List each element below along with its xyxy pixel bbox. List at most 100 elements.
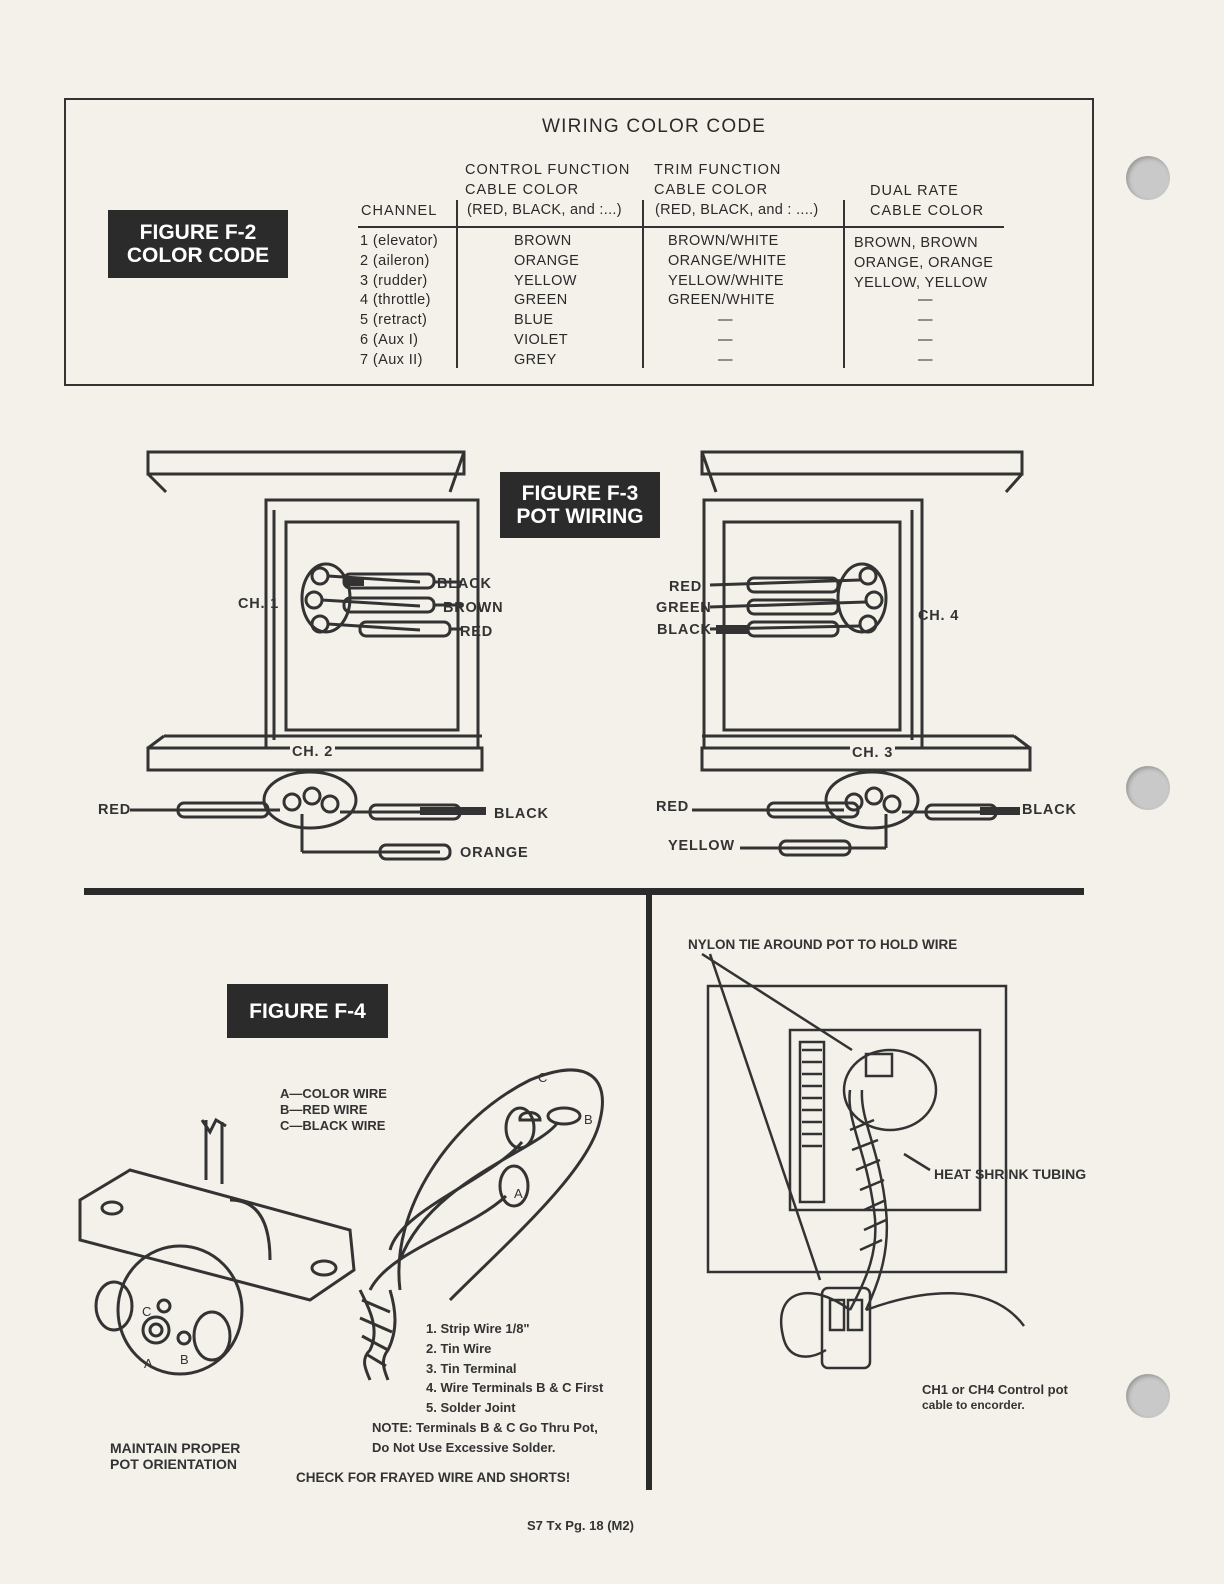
header-channel: CHANNEL [361, 203, 438, 219]
ch3-wire-yellow: YELLOW [668, 838, 735, 854]
row-6-control: VIOLET [514, 332, 568, 348]
ch4-black-wire-fill [716, 625, 748, 634]
row-7-dual: — [918, 352, 933, 368]
ch1-wire-brown: BROWN [443, 600, 504, 616]
ch4-wire-green: GREEN [656, 600, 712, 616]
ch2-black-wire-fill [420, 807, 486, 815]
ch1-label: CH. 1 [238, 596, 280, 612]
ch1-black-wire-fill [344, 577, 364, 586]
row-6-dual: — [918, 332, 933, 348]
control-pot-encoder-diagram [701, 952, 1026, 1370]
pot-terminal-b: B [180, 1352, 189, 1367]
orientation-line-2: POT ORIENTATION [110, 1456, 238, 1472]
row-3-channel: 3 (rudder) [360, 273, 428, 289]
terminal-c-label: C [538, 1070, 548, 1085]
row-2-channel: 2 (aileron) [360, 253, 430, 269]
ch3-wire-red: RED [656, 799, 690, 815]
terminal-b-label: B [584, 1112, 593, 1127]
row-6-channel: 6 (Aux I) [360, 332, 419, 348]
caption-line-2: cable to encorder. [922, 1398, 1025, 1412]
pot-wiring-left-diagram [130, 450, 486, 861]
step-5: 5. Solder Joint [426, 1400, 516, 1415]
orientation-line-1: MAINTAIN PROPER [110, 1440, 241, 1456]
row-6-trim: — [718, 332, 733, 348]
note-line-1: NOTE: Terminals B & C Go Thru Pot, [372, 1420, 598, 1435]
figure-f3-label: FIGURE F-3 POT WIRING [500, 472, 660, 538]
column-rule-2 [642, 200, 644, 368]
row-1-trim: BROWN/WHITE [668, 233, 779, 249]
step-4: 4. Wire Terminals B & C First [426, 1380, 604, 1395]
header-dual-1: DUAL RATE [870, 183, 959, 199]
row-4-dual: — [918, 292, 933, 308]
pot-terminal-a: A [144, 1356, 153, 1371]
note-line-2: Do Not Use Excessive Solder. [372, 1440, 556, 1455]
header-control-2: CABLE COLOR [465, 182, 580, 198]
ch3-wire-black: BLACK [1022, 802, 1077, 818]
ch4-wire-red: RED [669, 579, 703, 595]
header-trim-1: TRIM FUNCTION [654, 162, 782, 178]
step-1: 1. Strip Wire 1/8" [426, 1321, 530, 1336]
row-7-control: GREY [514, 352, 557, 368]
ch1-wire-black: BLACK [437, 576, 492, 592]
row-7-channel: 7 (Aux II) [360, 352, 423, 368]
pot-wiring-right-diagram [692, 450, 1032, 857]
section-divider-vertical [646, 888, 652, 1490]
step-3: 3. Tin Terminal [426, 1361, 517, 1376]
ch4-wire-black: BLACK [657, 622, 712, 638]
header-control-1: CONTROL FUNCTION [465, 162, 631, 178]
row-3-dual: YELLOW, YELLOW [854, 275, 988, 291]
binder-hole-middle [1126, 766, 1170, 810]
row-3-control: YELLOW [514, 273, 577, 289]
binder-hole-bottom [1126, 1374, 1170, 1418]
row-1-dual: BROWN, BROWN [854, 235, 979, 251]
row-2-dual: ORANGE, ORANGE [854, 255, 994, 271]
figure-f3-line2: POT WIRING [516, 505, 644, 528]
row-5-control: BLUE [514, 312, 554, 328]
header-trim-3: (RED, BLACK, and : ....) [655, 202, 819, 218]
heat-shrink-label: HEAT SHRINK TUBING [934, 1166, 1087, 1182]
row-4-trim: GREEN/WHITE [668, 292, 775, 308]
ch2-wire-black: BLACK [494, 806, 549, 822]
row-5-dual: — [918, 312, 933, 328]
legend-b: B—RED WIRE [280, 1102, 368, 1117]
ch2-wire-red: RED [98, 802, 132, 818]
legend-a: A—COLOR WIRE [280, 1086, 387, 1101]
row-4-control: GREEN [514, 292, 568, 308]
figure-f2-line1: FIGURE F-2 [139, 221, 257, 244]
ch2-wire-orange: ORANGE [460, 845, 529, 861]
row-4-channel: 4 (throttle) [360, 292, 431, 308]
terminal-a-label: A [514, 1186, 523, 1201]
caption-line-1: CH1 or CH4 Control pot [922, 1382, 1068, 1397]
figure-f3-line1: FIGURE F-3 [521, 482, 639, 505]
ch4-label: CH. 4 [918, 608, 960, 624]
row-7-trim: — [718, 352, 733, 368]
header-control-3: (RED, BLACK, and :...) [467, 202, 622, 218]
step-2: 2. Tin Wire [426, 1341, 492, 1356]
figure-f2-line2: COLOR CODE [126, 244, 270, 267]
nylon-tie-label: NYLON TIE AROUND POT TO HOLD WIRE [688, 937, 958, 952]
row-2-trim: ORANGE/WHITE [668, 253, 787, 269]
row-1-control: BROWN [514, 233, 572, 249]
binder-hole-top [1126, 156, 1170, 200]
figure-f4-line1: FIGURE F-4 [249, 999, 366, 1023]
page-footer: S7 Tx Pg. 18 (M2) [527, 1518, 634, 1533]
figure-f4-label: FIGURE F-4 [227, 984, 388, 1038]
row-3-trim: YELLOW/WHITE [668, 273, 784, 289]
row-1-channel: 1 (elevator) [360, 233, 439, 249]
check-warning: CHECK FOR FRAYED WIRE AND SHORTS! [296, 1470, 571, 1485]
row-2-control: ORANGE [514, 253, 580, 269]
figure-f2-label: FIGURE F-2 COLOR CODE [108, 210, 288, 278]
ch3-label: CH. 3 [850, 745, 896, 761]
ch1-wire-red: RED [460, 624, 494, 640]
column-rule-3 [843, 200, 845, 368]
ch3-black-wire-fill [980, 807, 1020, 815]
header-trim-2: CABLE COLOR [654, 182, 769, 198]
wiring-color-code-table [64, 98, 1094, 386]
section-divider-horizontal [84, 888, 1084, 895]
row-5-channel: 5 (retract) [360, 312, 428, 328]
table-title: WIRING COLOR CODE [542, 116, 767, 137]
pot-terminal-c: C [142, 1304, 152, 1319]
pot-orientation-diagram [78, 1068, 604, 1381]
ch2-label: CH. 2 [290, 744, 336, 760]
